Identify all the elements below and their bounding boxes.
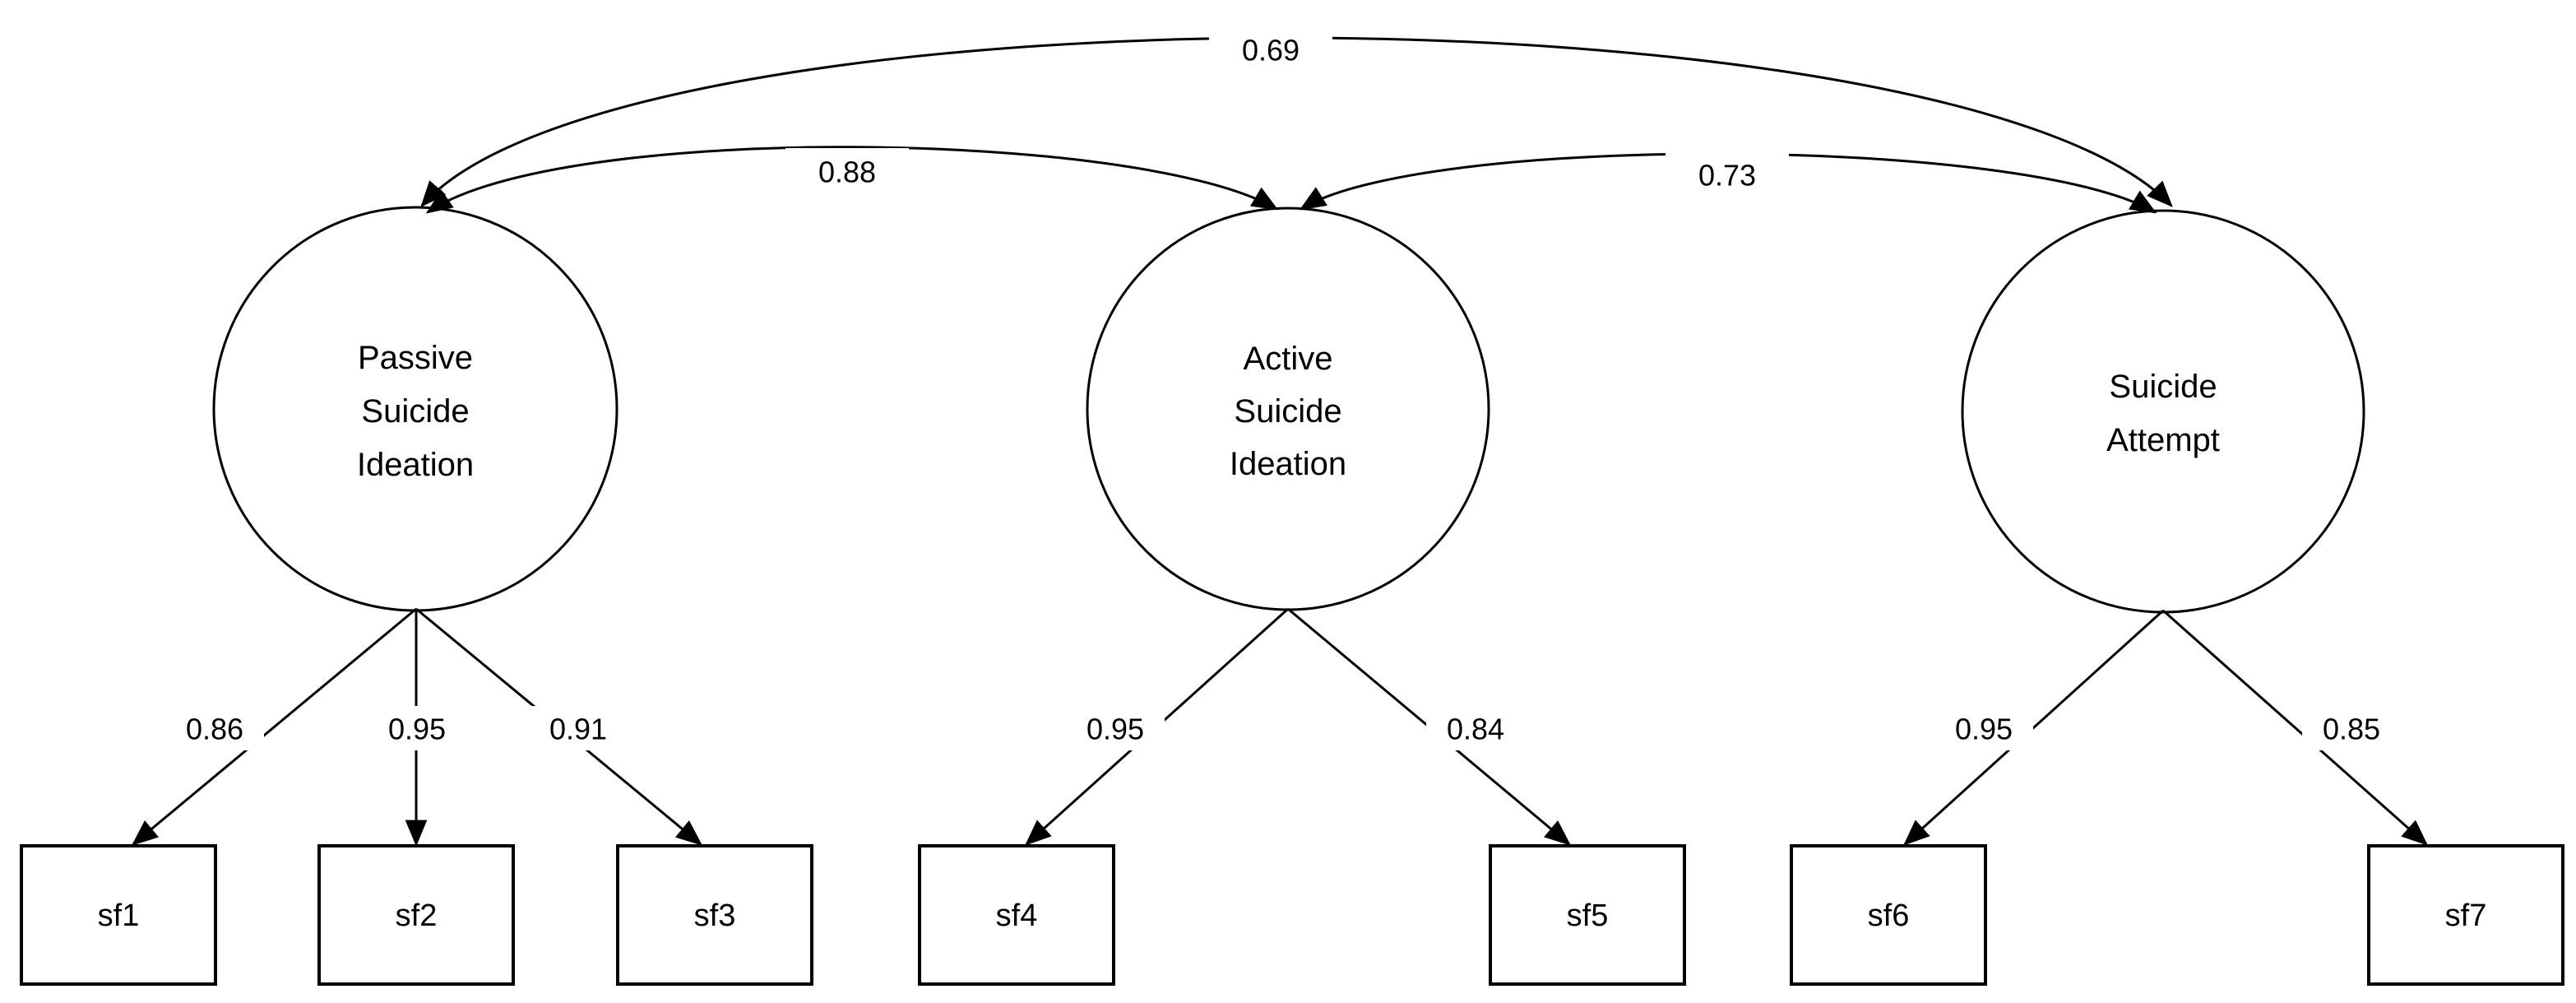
loading-label-sf2: 0.95 — [368, 706, 466, 750]
loading-value: 0.91 — [549, 713, 607, 746]
latent-label-line: Passive — [358, 340, 473, 376]
loading-value: 0.86 — [186, 713, 243, 746]
indicator-node-sf1: sf1 — [20, 844, 217, 986]
latent-label-line: Suicide — [361, 393, 469, 430]
correlation-label-passive-attempt: 0.69 — [1209, 26, 1332, 72]
indicator-label: sf1 — [98, 899, 140, 933]
label-background — [1666, 151, 1789, 197]
loading-value: 0.84 — [1447, 713, 1504, 746]
indicator-node-sf3: sf3 — [616, 844, 813, 986]
loading-value: 0.85 — [2323, 713, 2380, 746]
loading-label-sf1: 0.86 — [165, 706, 264, 750]
loading-arrow-sf7 — [2162, 609, 2428, 846]
indicator-label: sf7 — [2445, 899, 2487, 933]
loading-arrow-sf1 — [131, 607, 417, 846]
loading-label-sf6: 0.95 — [1934, 706, 2033, 750]
correlation-label-passive-active: 0.88 — [785, 148, 909, 194]
latent-label-line: Suicide — [1234, 393, 1341, 430]
indicator-node-sf5: sf5 — [1489, 844, 1686, 986]
indicator-label: sf5 — [1567, 899, 1609, 933]
loading-label-sf7: 0.85 — [2302, 706, 2401, 750]
label-background — [165, 706, 264, 750]
loading-value: 0.95 — [1086, 713, 1144, 746]
latent-label-line: Attempt — [2106, 422, 2220, 458]
label-background — [1066, 706, 1165, 750]
correlation-label-active-attempt: 0.73 — [1666, 151, 1789, 197]
loading-label-sf4: 0.95 — [1066, 706, 1165, 750]
latent-node-active-suicide-ideation: Active Suicide Ideation — [1086, 207, 1490, 611]
indicator-node-sf2: sf2 — [317, 844, 515, 986]
indicator-label: sf3 — [694, 899, 736, 933]
loading-arrow-sf6 — [1903, 609, 2165, 846]
indicator-node-sf6: sf6 — [1790, 844, 1987, 986]
latent-node-passive-suicide-ideation: Passive Suicide Ideation — [212, 206, 619, 612]
correlation-arrow-passive-active — [425, 146, 1279, 214]
indicator-label: sf2 — [396, 899, 438, 933]
latent-circle-suicide-attempt — [1961, 209, 2365, 614]
label-background — [1934, 706, 2033, 750]
indicator-box-sf7 — [2367, 844, 2564, 986]
loading-value: 0.95 — [388, 713, 446, 746]
indicator-box-sf5 — [1489, 844, 1686, 986]
label-background — [368, 706, 466, 750]
correlation-value: 0.73 — [1698, 159, 1756, 193]
indicator-box-sf3 — [616, 844, 813, 986]
indicator-label: sf4 — [996, 899, 1038, 933]
label-background — [2302, 706, 2401, 750]
latent-label-line: Suicide — [2109, 369, 2217, 405]
indicator-box-sf4 — [918, 844, 1115, 986]
label-background — [529, 706, 628, 750]
label-background — [1426, 706, 1525, 750]
label-background — [1209, 26, 1332, 72]
latent-label-line: Ideation — [1230, 446, 1346, 482]
indicator-node-sf7: sf7 — [2367, 844, 2564, 986]
indicator-node-sf4: sf4 — [918, 844, 1115, 986]
loading-label-sf3: 0.91 — [529, 706, 628, 750]
latent-node-suicide-attempt: Suicide Attempt — [1961, 209, 2365, 614]
indicator-label: sf6 — [1868, 899, 1910, 933]
correlation-value: 0.69 — [1242, 34, 1300, 67]
indicator-box-sf1 — [20, 844, 217, 986]
indicator-box-sf2 — [317, 844, 515, 986]
loading-value: 0.95 — [1955, 713, 2013, 746]
correlation-value: 0.88 — [818, 156, 876, 189]
loading-label-sf5: 0.84 — [1426, 706, 1525, 750]
latent-label-line: Active — [1244, 341, 1333, 377]
latent-label-line: Ideation — [357, 447, 474, 483]
label-background — [785, 148, 909, 194]
indicator-box-sf6 — [1790, 844, 1987, 986]
